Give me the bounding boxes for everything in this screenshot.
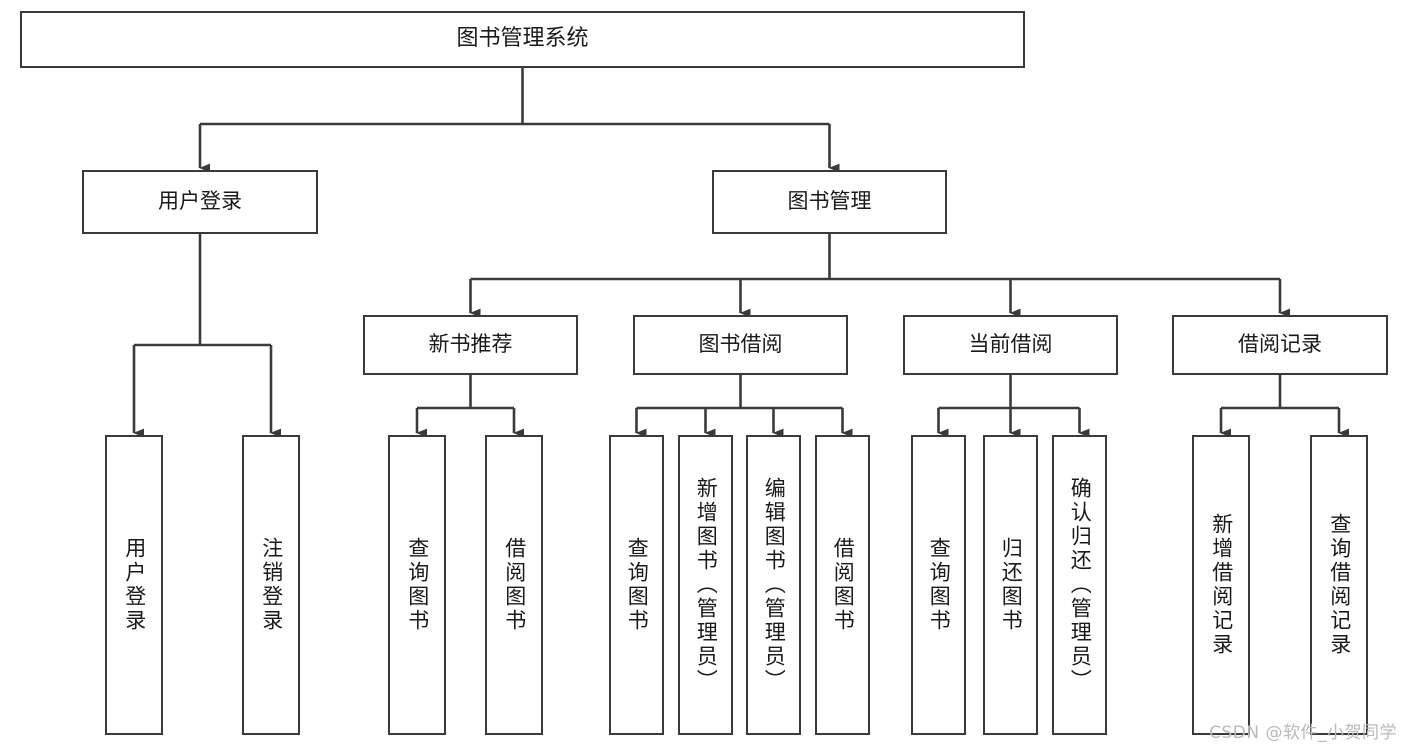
- node-label: 注销登录: [259, 537, 284, 633]
- node-leaf-return-book: 归还图书: [983, 435, 1038, 735]
- node-leaf-user-login: 用户登录: [105, 435, 163, 735]
- node-book-borrow: 图书借阅: [633, 315, 848, 375]
- node-current-borrow: 当前借阅: [903, 315, 1118, 375]
- node-leaf-borrow-books-rec: 借阅图书: [485, 435, 543, 735]
- connector-lines: [132, 68, 1350, 438]
- node-new-book-recommend: 新书推荐: [363, 315, 578, 375]
- node-leaf-edit-book-admin: 编辑图书（管理员）: [746, 435, 801, 735]
- watermark-text: CSDN @软件_小贺同学: [1209, 723, 1397, 743]
- node-label: 借阅记录: [1238, 332, 1322, 357]
- node-label: 新增图书（管理员）: [694, 477, 719, 693]
- node-leaf-query-borrow-record: 查询借阅记录: [1310, 435, 1368, 735]
- node-leaf-add-borrow-record: 新增借阅记录: [1192, 435, 1250, 735]
- node-label: 编辑图书（管理员）: [762, 477, 787, 693]
- node-label: 借阅图书: [502, 537, 527, 633]
- node-leaf-logout-login: 注销登录: [242, 435, 300, 735]
- node-label: 查询图书: [927, 537, 952, 633]
- node-leaf-confirm-return-admin: 确认归还（管理员）: [1052, 435, 1107, 735]
- node-book-management: 图书管理: [712, 170, 947, 234]
- node-leaf-query-books-current: 查询图书: [911, 435, 966, 735]
- node-leaf-add-book-admin: 新增图书（管理员）: [678, 435, 733, 735]
- node-label: 用户登录: [158, 189, 242, 214]
- node-label: 确认归还（管理员）: [1068, 477, 1093, 693]
- node-borrow-record: 借阅记录: [1172, 315, 1388, 375]
- node-leaf-borrow-book: 借阅图书: [815, 435, 870, 735]
- node-label: 新增借阅记录: [1209, 513, 1234, 657]
- node-label: 查询图书: [405, 537, 430, 633]
- node-leaf-query-books-borrow: 查询图书: [609, 435, 664, 735]
- node-label: 新书推荐: [428, 332, 513, 357]
- node-label: 借阅图书: [831, 537, 856, 633]
- node-label: 查询图书: [625, 537, 650, 633]
- node-label: 归还图书: [999, 537, 1024, 633]
- node-label: 图书管理系统: [456, 26, 589, 52]
- node-label: 图书管理: [787, 189, 872, 214]
- node-label: 当前借阅: [968, 332, 1053, 357]
- node-label: 查询借阅记录: [1327, 513, 1352, 657]
- node-label: 图书借阅: [698, 332, 783, 357]
- node-leaf-query-books-rec: 查询图书: [388, 435, 446, 735]
- node-user-login: 用户登录: [82, 170, 318, 234]
- node-root: 图书管理系统: [20, 11, 1025, 68]
- node-label: 用户登录: [122, 537, 147, 633]
